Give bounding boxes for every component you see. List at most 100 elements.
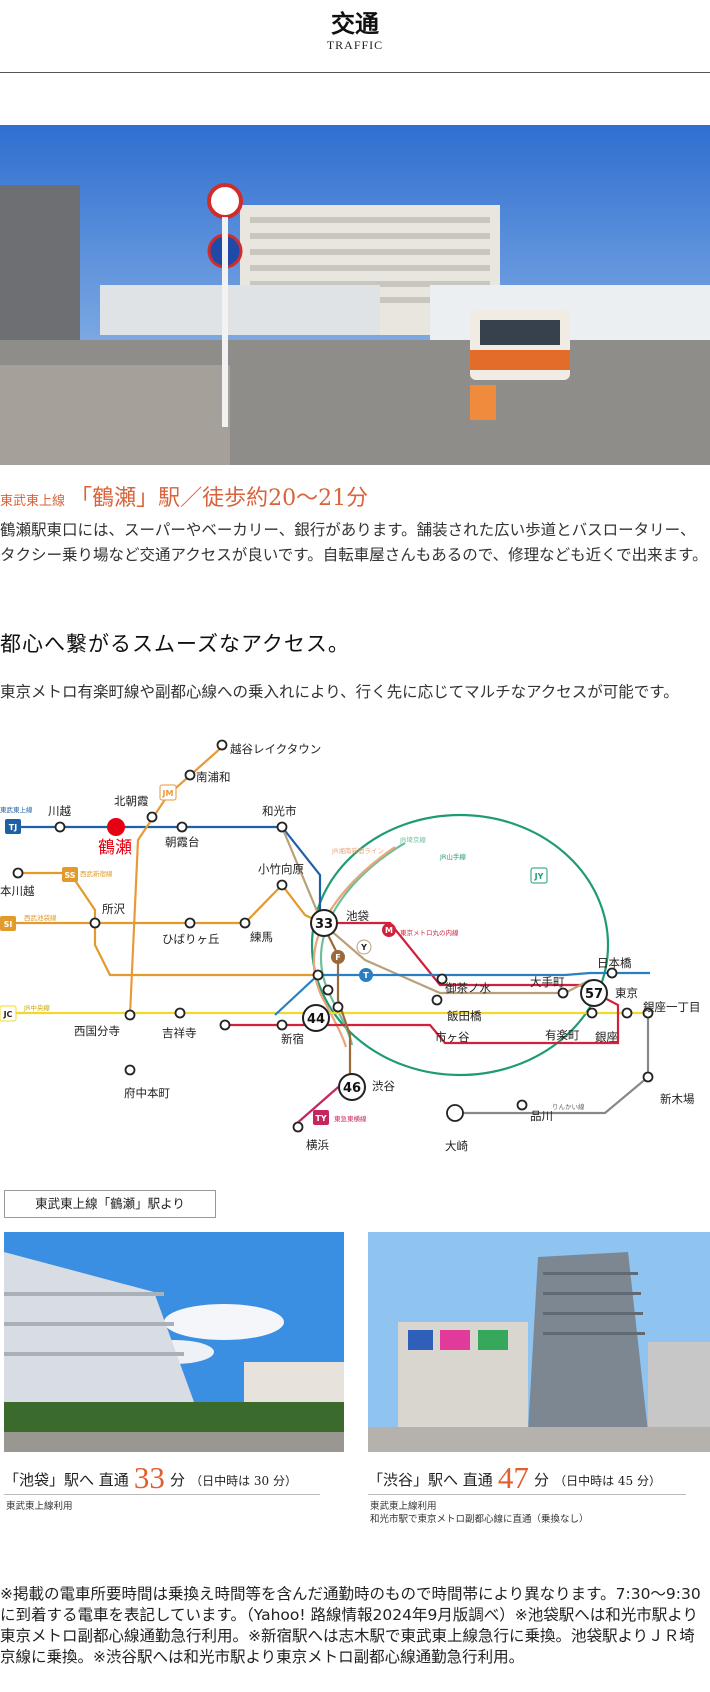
badge-ss: SS xyxy=(64,871,75,880)
label-tj: 東武東上線 xyxy=(0,805,33,814)
access-ikebukuro-sub1: 東武東上線利用 xyxy=(6,1501,73,1512)
badge-jm: JM xyxy=(162,789,174,798)
st-kichijoji: 吉祥寺 xyxy=(162,1026,197,1040)
badge-m: M xyxy=(385,926,393,935)
st-yokohama: 横浜 xyxy=(306,1138,329,1152)
access-shibuya-minutes: 47 xyxy=(497,1460,529,1495)
time-shinjuku: 44 xyxy=(307,1012,325,1027)
station-photo xyxy=(0,125,710,465)
badge-y: Y xyxy=(360,943,367,952)
access-ikebukuro-sub: 東武東上線利用 xyxy=(6,1500,73,1513)
access-shibuya-sub1: 東武東上線利用 xyxy=(370,1501,437,1512)
access-shibuya-label: 「渋谷」駅へ 直通 xyxy=(368,1471,493,1489)
access-shibuya-unit: 分 xyxy=(533,1471,549,1489)
st-nihombashi: 日本橋 xyxy=(597,956,632,970)
st-nerima: 練馬 xyxy=(250,930,273,944)
st-shinkiba: 新木場 xyxy=(660,1092,695,1106)
yamanote-line xyxy=(310,813,610,1077)
station-description: 鶴瀬駅東口には、スーパーやベーカリー、銀行があります。舗装された広い歩道とバスロ… xyxy=(0,521,708,564)
time-circle-ikebukuro: 33 xyxy=(310,909,338,937)
time-shibuya: 46 xyxy=(343,1081,361,1096)
st-iidabashi: 飯田橋 xyxy=(447,1009,482,1023)
st-osaki: 大崎 xyxy=(445,1139,468,1153)
label-shonan: JR湘南新宿ライン xyxy=(331,846,384,855)
st-kokubunji: 西国分寺 xyxy=(74,1024,120,1038)
divider-shibuya xyxy=(368,1494,686,1495)
access-ikebukuro-note: （日中時は 30 分） xyxy=(190,1474,297,1488)
access-lead: 東京メトロ有楽町線や副都心線への乗入れにより、行く先に応じてマルチなアクセスが可… xyxy=(0,683,679,701)
badge-f: F xyxy=(335,953,340,962)
label-saikyo: JR埼京線 xyxy=(399,835,426,844)
access-shibuya-sub: 東武東上線利用 和光市駅で東京メトロ副都心線に直通（乗換なし） xyxy=(370,1500,589,1526)
st-hibarigaoka: ひばりヶ丘 xyxy=(162,932,220,946)
divider-ikebukuro xyxy=(4,1494,320,1495)
station-name: 「鶴瀬」駅／徒歩約20～21分 xyxy=(70,486,369,511)
badge-jc: JC xyxy=(3,1010,13,1019)
access-ikebukuro-unit: 分 xyxy=(169,1471,185,1489)
access-shibuya-note: （日中時は 45 分） xyxy=(554,1474,661,1488)
label-yamanote: JR山手線 xyxy=(439,852,466,861)
st-ginza1: 銀座一丁目 xyxy=(643,1000,701,1014)
footnote: ※掲載の電車所要時間は乗換え時間等を含んだ通勤時のもので時間帯により異なります。… xyxy=(0,1585,701,1666)
st-shinjuku: 新宿 xyxy=(281,1032,304,1046)
access-ikebukuro-minutes: 33 xyxy=(133,1460,165,1495)
station-line: 東武東上線 xyxy=(0,494,66,509)
st-asakadai: 朝霞台 xyxy=(165,835,200,849)
label-si: 西武池袋線 xyxy=(24,913,57,922)
label-marunouchi: 東京メトロ丸の内線 xyxy=(400,928,459,937)
station-heading: 東武東上線 「鶴瀬」駅／徒歩約20～21分 xyxy=(0,480,710,511)
access-title: 都心へ繋がるスムーズなアクセス。 xyxy=(0,632,350,656)
seibu-ikebukuro-line xyxy=(12,883,323,925)
tsuruse-marker xyxy=(107,818,125,836)
st-kawagoe: 川越 xyxy=(48,804,71,818)
route-map: 33 44 46 57 TJ SS SI JC JM JY xyxy=(0,735,710,1155)
rinkai-line xyxy=(455,1013,650,1115)
st-ichigaya: 市ヶ谷 xyxy=(435,1030,470,1044)
label-rinkai: りんかい線 xyxy=(552,1102,585,1111)
label-jc: JR中央線 xyxy=(23,1003,50,1012)
marunouchi-line xyxy=(225,921,620,1045)
badge-jy: JY xyxy=(534,872,544,881)
st-kotakemukaihara: 小竹向原 xyxy=(258,862,304,876)
badge-tj: TJ xyxy=(9,823,17,832)
from-station-badge: 東武東上線「鶴瀬」駅より xyxy=(4,1190,216,1218)
time-circle-shinjuku: 44 xyxy=(302,1004,330,1032)
st-shinagawa: 品川 xyxy=(530,1109,553,1123)
st-ochanomizu: 御茶ノ水 xyxy=(445,981,491,995)
st-hon-kawagoe: 本川越 xyxy=(0,884,35,898)
st-otemachi: 大手町 xyxy=(530,975,565,989)
st-tokyo: 東京 xyxy=(615,986,638,1000)
tozai-line xyxy=(274,971,650,1016)
st-tsuruse: 鶴瀬 xyxy=(98,838,132,858)
time-ikebukuro: 33 xyxy=(315,917,333,932)
access-shibuya-sub2: 和光市駅で東京メトロ副都心線に直通（乗換なし） xyxy=(370,1514,589,1525)
access-ikebukuro: 「池袋」駅へ 直通 33 分 （日中時は 30 分） xyxy=(4,1460,297,1495)
st-yurakucho: 有楽町 xyxy=(545,1028,580,1042)
yurakucho-line xyxy=(280,826,591,995)
page-header: 交通 TRAFFIC xyxy=(0,0,710,73)
st-minamiurawa: 南浦和 xyxy=(196,770,231,784)
label-ss: 西武新宿線 xyxy=(80,869,113,878)
st-ikebukuro: 池袋 xyxy=(346,909,369,923)
badge-si: SI xyxy=(4,920,13,929)
st-koshigaya: 越谷レイクタウン xyxy=(230,742,321,756)
label-ty: 東急東横線 xyxy=(334,1114,367,1123)
page-title: 交通 xyxy=(331,9,379,38)
badge-ty: TY xyxy=(315,1114,326,1123)
shibuya-photo xyxy=(368,1232,710,1452)
st-shibuya: 渋谷 xyxy=(372,1079,395,1093)
shonan-line xyxy=(312,846,396,1048)
time-tokyo: 57 xyxy=(585,987,603,1002)
page-subtitle: TRAFFIC xyxy=(326,38,384,52)
time-circle-shibuya: 46 xyxy=(338,1073,366,1101)
saikyo-line xyxy=(319,842,406,1046)
st-kitaasaka: 北朝霞 xyxy=(114,794,149,808)
fukutoshin-line xyxy=(321,922,352,1075)
time-circle-tokyo: 57 xyxy=(580,979,608,1007)
ikebukuro-photo xyxy=(4,1232,344,1452)
st-fuchuhommachi: 府中本町 xyxy=(124,1086,170,1100)
access-shibuya: 「渋谷」駅へ 直通 47 分 （日中時は 45 分） xyxy=(368,1460,661,1495)
st-wakoshi: 和光市 xyxy=(262,804,297,818)
st-ginza: 銀座 xyxy=(595,1030,618,1044)
st-tokorozawa: 所沢 xyxy=(102,902,125,916)
